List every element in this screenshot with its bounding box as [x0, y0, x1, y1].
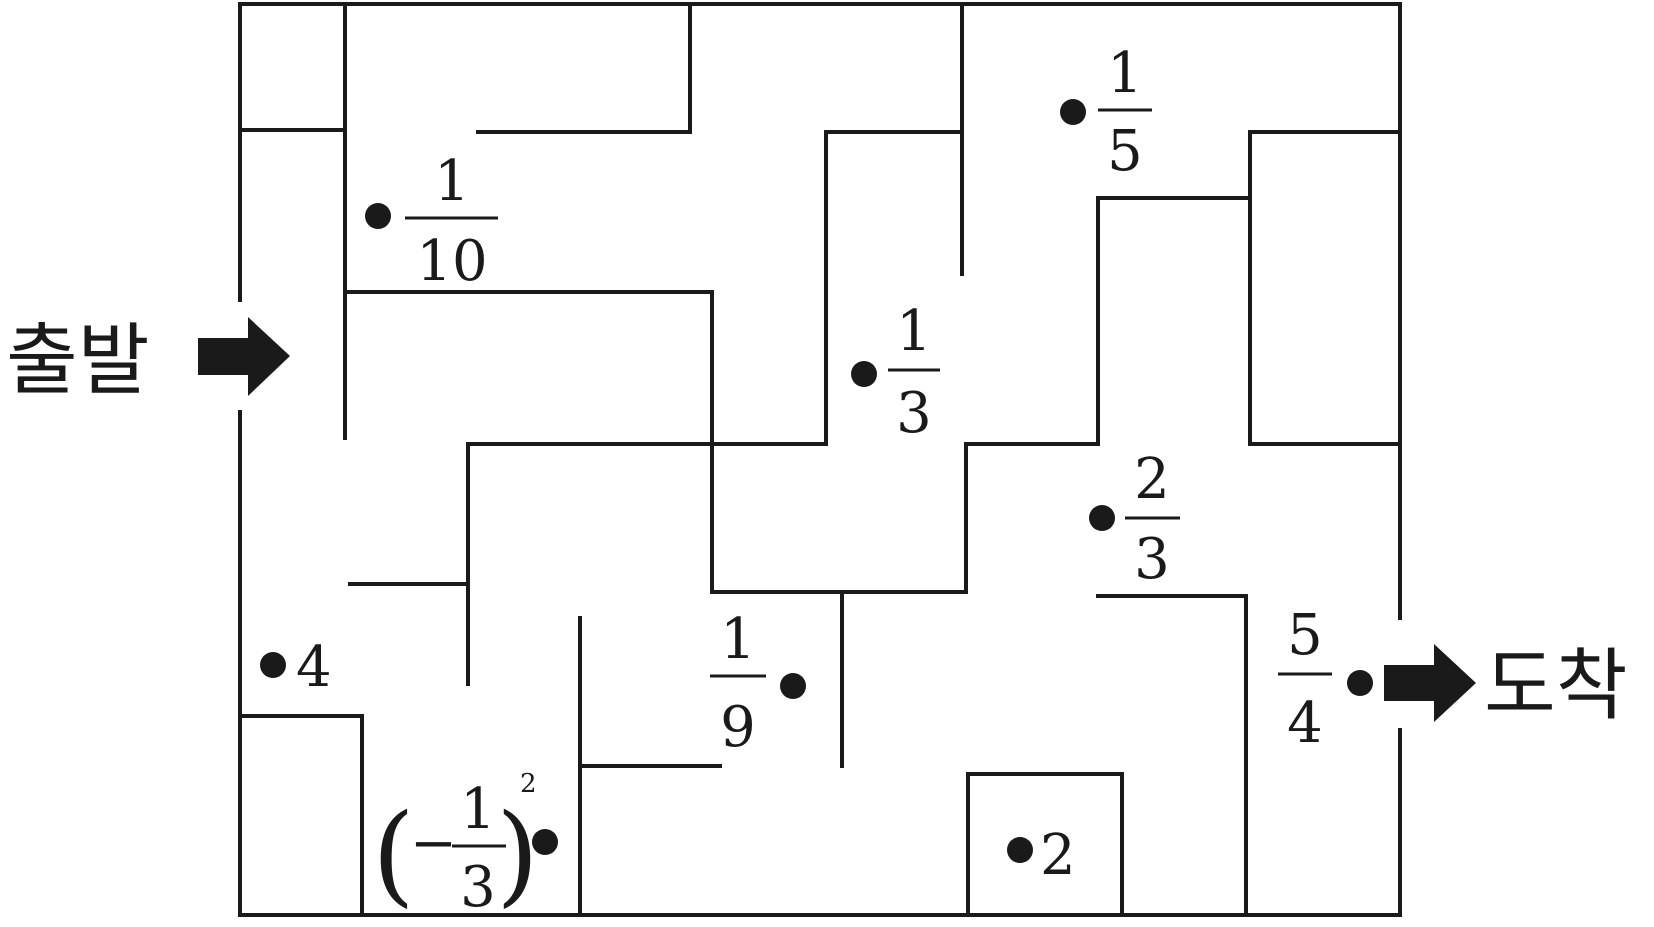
fraction-denominator: 4 [1287, 691, 1323, 756]
fraction-denominator: 3 [896, 381, 932, 446]
fraction-numerator: 2 [1134, 447, 1170, 512]
finish-marker: 도착 [1384, 641, 1628, 731]
start-label: 출발 [6, 316, 150, 406]
dot-marker [1347, 670, 1373, 696]
fraction-numerator: 1 [896, 299, 932, 364]
finish-label: 도착 [1484, 641, 1628, 731]
start-marker: 출발 [6, 316, 290, 406]
fraction-denominator: 10 [416, 229, 487, 294]
fraction-denominator: 3 [1134, 527, 1170, 592]
value-one-third: 1 3 [851, 299, 940, 446]
fraction-numerator: 5 [1287, 603, 1323, 668]
dot-marker [1060, 99, 1086, 125]
fraction-denominator: 9 [720, 695, 756, 760]
dot-marker [365, 203, 391, 229]
dot-marker [260, 652, 286, 678]
start-arrow-icon [198, 317, 290, 396]
fraction-denominator: 3 [460, 855, 496, 920]
value-one-tenth: 1 10 [365, 149, 498, 294]
exponent: 2 [520, 769, 537, 799]
dot-marker [1089, 505, 1115, 531]
value-two-thirds: 2 3 [1089, 447, 1180, 592]
dot-marker [1007, 837, 1033, 863]
dot-marker [851, 361, 877, 387]
value-text: 2 [1040, 823, 1076, 888]
value-two: 2 [1007, 823, 1076, 888]
finish-arrow-icon [1384, 644, 1476, 722]
fraction-numerator: 1 [434, 149, 470, 214]
value-negative-third-squared: ( − 1 3 ) 2 [372, 769, 558, 920]
value-five-fourths: 5 4 [1278, 603, 1373, 756]
dot-marker [532, 829, 558, 855]
left-paren: ( [372, 790, 415, 918]
fraction-numerator: 1 [1107, 41, 1143, 106]
maze-walls [238, 2, 1402, 917]
value-one-fifth: 1 5 [1060, 41, 1152, 184]
minus-sign: − [410, 811, 457, 876]
value-text: 4 [296, 635, 332, 700]
value-one-ninth: 1 9 [710, 607, 806, 760]
dot-marker [780, 673, 806, 699]
fraction-denominator: 5 [1107, 119, 1143, 184]
fraction-numerator: 1 [720, 607, 756, 672]
fraction-numerator: 1 [460, 777, 496, 842]
value-four: 4 [260, 635, 332, 700]
right-paren: ) [496, 790, 539, 918]
